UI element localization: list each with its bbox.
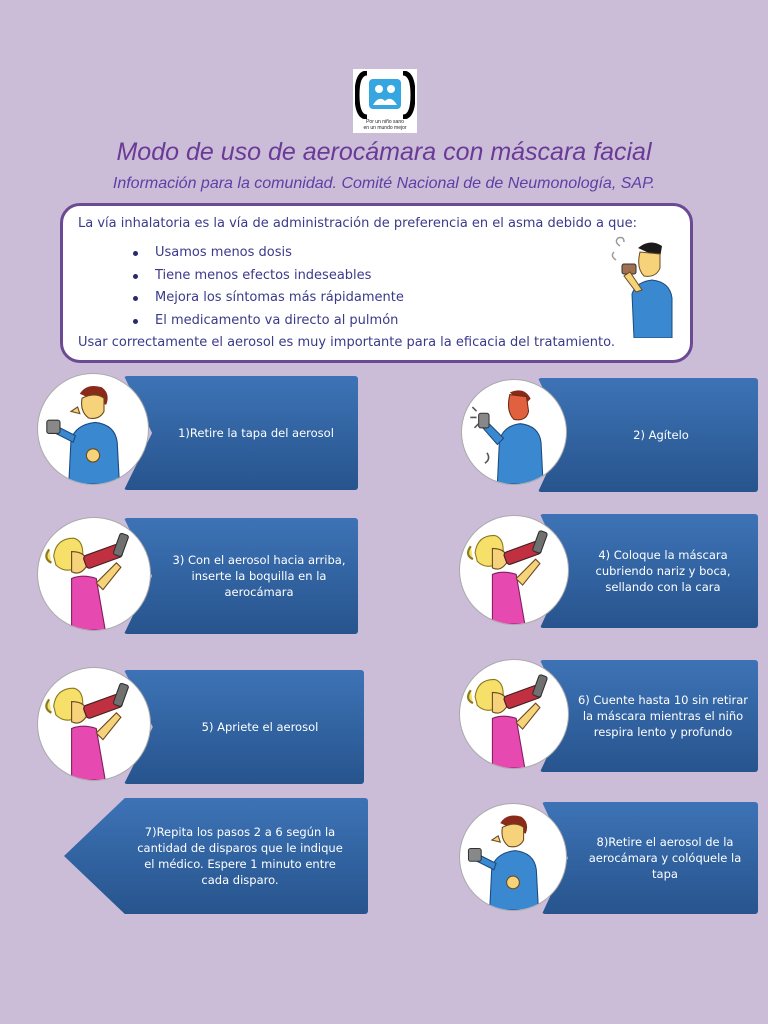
organization-logo: Por un niño sano en un mundo mejor [353,69,417,133]
step-6-arrow: 6) Cuente hasta 10 sin retirar la máscar… [540,660,758,772]
step-1-text: 1)Retire la tapa del aerosol [178,426,334,440]
step-2-circle [462,380,566,484]
step-6-text: 6) Cuente hasta 10 sin retirar la máscar… [577,693,749,739]
step-3-circle [38,518,150,630]
list-item: Tiene menos efectos indeseables [131,265,404,288]
girl-with-spacer-icon [38,518,150,630]
man-with-inhaler-icon [460,804,566,910]
logo-caption-line1: Por un niño sano [366,119,404,125]
step-5-circle [38,668,150,780]
step-4-text: 4) Coloque la máscara cubriendo nariz y … [595,548,731,594]
man-with-inhaler-icon [38,374,148,484]
organization-logo-icon [355,71,415,119]
step-8-text: 8)Retire el aerosol de la aerocámara y c… [588,835,742,881]
list-item: Usamos menos dosis [131,242,404,265]
logo-caption-line2: en un mundo mejor [363,125,407,131]
step-2-text: 2) Agítelo [633,428,689,442]
man-shaking-inhaler-icon [462,380,566,484]
step-1-circle [38,374,148,484]
step-8-arrow: 8)Retire el aerosol de la aerocámara y c… [542,802,758,914]
step-4-circle [460,516,568,624]
info-box: La vía inhalatoria es la vía de administ… [60,203,693,363]
step-7-text: 7)Repita los pasos 2 a 6 según la cantid… [137,825,343,887]
step-5-arrow: 5) Apriete el aerosol [124,670,364,784]
girl-with-spacer-icon [460,516,568,624]
step-3-text: 3) Con el aerosol hacia arriba, inserte … [172,553,346,599]
step-3-arrow: 3) Con el aerosol hacia arriba, inserte … [124,518,358,634]
list-item: El medicamento va directo al pulmón [131,310,404,333]
step-4-arrow: 4) Coloque la máscara cubriendo nariz y … [540,514,758,628]
step-8-circle [460,804,566,910]
step-6-circle [460,660,568,768]
info-bullet-list: Usamos menos dosis Tiene menos efectos i… [131,242,404,332]
man-with-inhaler-icon [611,236,673,338]
girl-with-spacer-icon [460,660,568,768]
girl-with-spacer-icon [38,668,150,780]
page-title: Modo de uso de aerocámara con máscara fa… [116,138,652,166]
step-1-arrow: 1)Retire la tapa del aerosol [124,376,358,490]
step-7-arrow: 7)Repita los pasos 2 a 6 según la cantid… [64,798,368,914]
list-item: Mejora los síntomas más rápidamente [131,287,404,310]
step-2-arrow: 2) Agítelo [538,378,758,492]
page-subtitle: Información para la comunidad. Comité Na… [112,175,656,192]
info-intro: La vía inhalatoria es la vía de administ… [78,216,637,231]
info-outro: Usar correctamente el aerosol es muy imp… [78,335,615,350]
step-5-text: 5) Apriete el aerosol [201,720,319,734]
